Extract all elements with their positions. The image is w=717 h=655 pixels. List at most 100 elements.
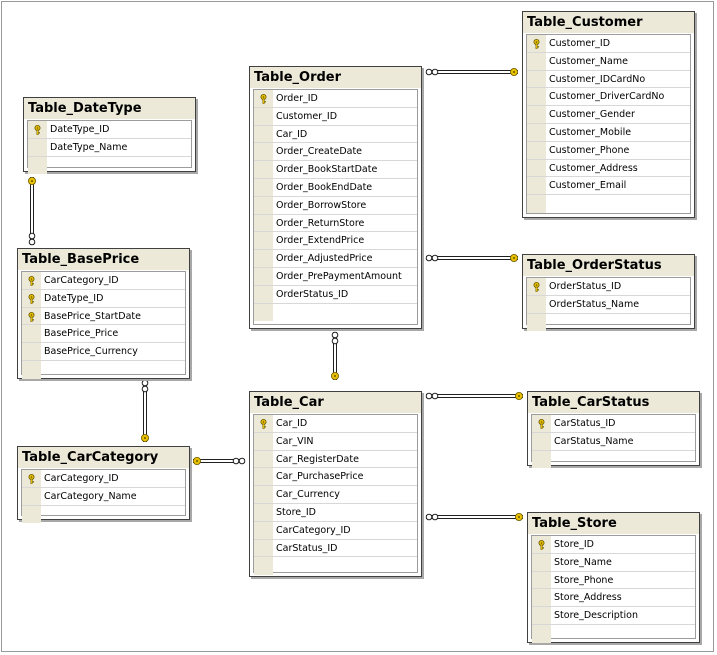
one-end-key-icon — [140, 433, 149, 442]
column-name: DateType_ID — [50, 124, 110, 135]
row-selector — [254, 486, 273, 503]
row-selector — [254, 196, 273, 214]
table-column[interactable]: CarCategory_ID — [22, 272, 185, 290]
row-selector — [28, 156, 47, 175]
table-column[interactable]: CarStatus_ID — [532, 415, 695, 433]
row-selector — [22, 505, 41, 524]
table-column[interactable]: Customer_Address — [527, 159, 690, 178]
table-column[interactable]: Car_PurchasePrice — [254, 468, 417, 487]
table-column[interactable]: BasePrice_StartDate — [22, 307, 185, 326]
column-name: Customer_Name — [549, 55, 628, 67]
row-selector — [254, 503, 273, 521]
primary-key-icon — [28, 293, 35, 304]
row-selector — [254, 285, 273, 303]
table-column[interactable]: Customer_Name — [527, 52, 690, 71]
table-column[interactable]: CarCategory_ID — [22, 470, 185, 488]
table-column[interactable]: Customer_IDCardNo — [527, 70, 690, 89]
empty-row — [532, 624, 695, 643]
table-column[interactable]: Customer_Email — [527, 177, 690, 196]
table-column[interactable]: DateType_ID — [22, 289, 185, 308]
table-column[interactable]: Store_ID — [532, 536, 695, 554]
table-column[interactable]: Car_ID — [254, 125, 417, 144]
column-list: CarStatus_ID CarStatus_Name — [531, 414, 696, 469]
row-selector — [527, 195, 546, 213]
table-column[interactable]: CarCategory_ID — [254, 521, 417, 540]
table-column[interactable]: Store_Address — [532, 589, 695, 608]
primary-key-icon — [260, 419, 267, 429]
table-column[interactable]: Customer_DriverCardNo — [527, 88, 690, 107]
relationship-carcategory-car[interactable] — [192, 456, 246, 465]
column-name: CarCategory_Name — [44, 490, 137, 502]
table-title: Table_DateType — [24, 98, 195, 119]
table-column[interactable]: Order_BorrowStore — [254, 196, 417, 215]
column-name: Order_ExtendPrice — [276, 235, 365, 247]
table-column[interactable]: Store_ID — [254, 503, 417, 522]
table-column[interactable]: Car_ID — [254, 415, 417, 433]
row-selector — [532, 432, 551, 450]
table-column[interactable]: Store_Name — [532, 553, 695, 572]
column-name: Order_ID — [276, 93, 318, 104]
table-column[interactable]: Customer_Phone — [527, 141, 690, 160]
table-column[interactable]: CarStatus_ID — [254, 539, 417, 558]
one-end-key-icon — [509, 253, 518, 262]
table-column[interactable]: Customer_Mobile — [527, 123, 690, 142]
table-datetype[interactable]: Table_DateType DateType_ID DateType_Name — [23, 97, 196, 175]
table-column[interactable]: Store_Phone — [532, 571, 695, 590]
table-column[interactable]: BasePrice_Currency — [22, 343, 185, 361]
table-column[interactable]: Order_CreateDate — [254, 143, 417, 162]
row-selector — [22, 343, 41, 360]
row-selector — [254, 232, 273, 250]
table-column[interactable]: Customer_Gender — [527, 106, 690, 124]
column-name: DateType_Name — [50, 141, 128, 153]
column-name: Customer_IDCardNo — [549, 73, 646, 85]
table-column[interactable]: Store_Description — [532, 607, 695, 625]
table-column[interactable]: Order_BookStartDate — [254, 161, 417, 179]
table-column[interactable]: DateType_Name — [28, 138, 191, 157]
table-column[interactable]: CarCategory_Name — [22, 487, 185, 506]
row-selector — [254, 214, 273, 232]
table-column[interactable]: Car_RegisterDate — [254, 450, 417, 469]
relationship-store-car[interactable] — [425, 513, 524, 522]
table-title: Table_BasePrice — [18, 249, 189, 270]
relationship-carstatus-car[interactable] — [425, 391, 524, 400]
relationship-datetype-baseprice[interactable] — [27, 176, 36, 246]
table-column[interactable]: BasePrice_Price — [22, 325, 185, 344]
relationship-car-order[interactable] — [330, 331, 339, 380]
table-column[interactable]: DateType_ID — [28, 121, 191, 139]
relationship-orderstatus-order[interactable] — [425, 253, 518, 262]
column-name: CarStatus_ID — [554, 418, 616, 429]
table-column[interactable]: Car_VIN — [254, 432, 417, 451]
table-column[interactable]: Customer_ID — [254, 107, 417, 126]
table-column[interactable]: Customer_ID — [527, 35, 690, 53]
table-baseprice[interactable]: Table_BasePrice CarCategory_ID DateType_I… — [17, 248, 190, 379]
relationship-customer-order[interactable] — [425, 68, 518, 77]
column-name: Store_Description — [554, 610, 638, 622]
table-column[interactable]: Order_ID — [254, 90, 417, 108]
table-column[interactable]: OrderStatus_Name — [527, 295, 690, 314]
table-column[interactable]: OrderStatus_ID — [527, 278, 690, 296]
table-column[interactable]: Car_Currency — [254, 486, 417, 504]
one-end-key-icon — [330, 371, 339, 380]
table-column[interactable]: Order_ReturnStore — [254, 214, 417, 233]
table-column[interactable]: Order_ExtendPrice — [254, 232, 417, 251]
row-selector — [527, 70, 546, 88]
row-selector — [254, 107, 273, 125]
table-column[interactable]: Order_AdjustedPrice — [254, 250, 417, 268]
table-column[interactable]: Order_BookEndDate — [254, 178, 417, 197]
relationship-carcategory-baseprice[interactable] — [140, 379, 149, 442]
column-name: DateType_ID — [44, 292, 104, 304]
table-column[interactable]: OrderStatus_ID — [254, 285, 417, 304]
primary-key-icon — [533, 39, 540, 49]
table-column[interactable]: Order_PrePaymentAmount — [254, 267, 417, 286]
table-column[interactable]: CarStatus_Name — [532, 432, 695, 451]
